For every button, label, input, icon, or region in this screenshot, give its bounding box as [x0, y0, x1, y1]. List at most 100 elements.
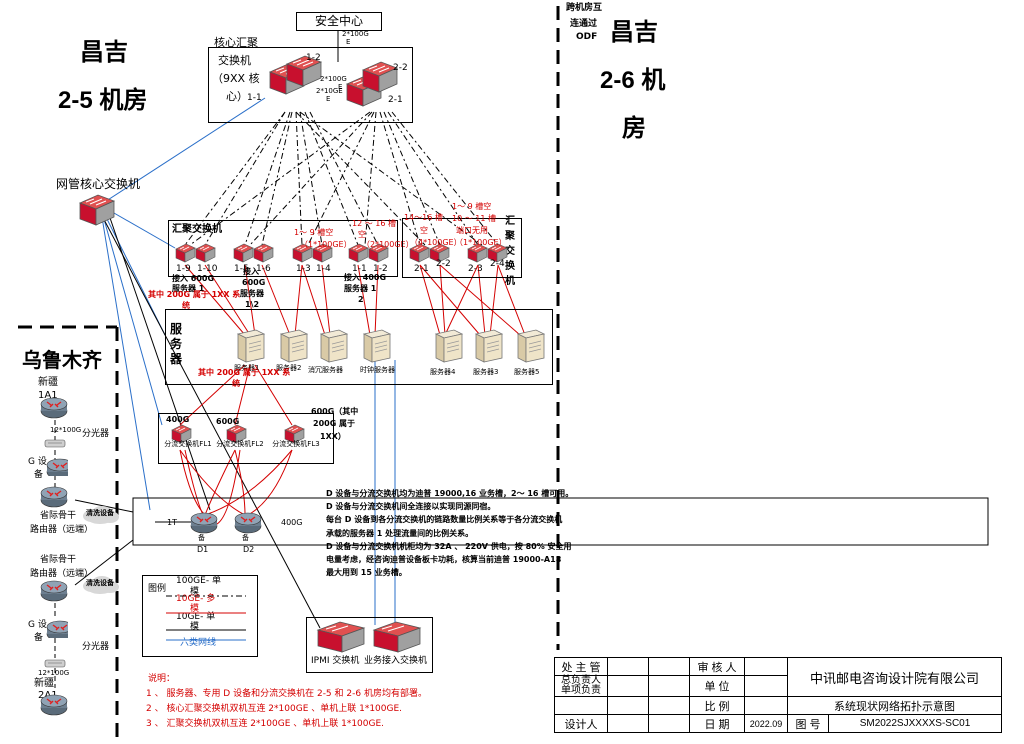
- agg-right-slot-note-1b: 空: [420, 226, 428, 235]
- core-desc-3: 心）: [226, 90, 248, 103]
- tb-drawing-title: 系统现状网络拓扑示意图: [787, 696, 1002, 715]
- agg-left-slot-note-2c: （2*100GE）: [362, 240, 414, 249]
- agg-access-c-3: 2: [358, 295, 364, 304]
- agg-id-1-2: 1-2: [373, 264, 388, 274]
- security-center-box: 安全中心: [296, 12, 382, 31]
- agg-switch-1-10[interactable]: [194, 243, 216, 263]
- core-box: [208, 47, 413, 123]
- d-right-cap: 400G: [281, 518, 303, 527]
- tb-company: 中讯邮电咨询设计院有限公司: [787, 657, 1002, 697]
- server-4[interactable]: [430, 328, 464, 364]
- server-clock[interactable]: [358, 328, 392, 364]
- prov-router-1[interactable]: [40, 484, 70, 510]
- agg-access-b-2: 600G: [242, 278, 266, 287]
- notes-item-2: 2 、 核心汇聚交换机双机互连 2*100GE 、单机上联 1*100GE.: [146, 704, 403, 714]
- urumqi-g-device-1b: 备: [34, 470, 44, 480]
- agg-left-slot-note-1b: （1*100GE）: [300, 240, 352, 249]
- ipmi-label-1: IPMI 交换机: [311, 656, 360, 666]
- g-device-2[interactable]: [46, 618, 68, 638]
- server-label-3: 服务器3: [473, 368, 499, 376]
- ipmi-label-2: 业务接入交换机: [364, 656, 428, 666]
- urumqi-link-a: 12*100G: [50, 426, 82, 434]
- agg-right-label-char: 机: [505, 276, 515, 287]
- agg-right-label: 汇 聚 交 换 机: [505, 214, 517, 289]
- nms-links: [99, 204, 396, 625]
- agg-id-1-5: 1-5: [234, 264, 249, 274]
- splitter-1-icon: [44, 439, 66, 448]
- legend-item-3: 10GE- 单: [176, 612, 216, 622]
- xinjiang-router-2a1[interactable]: [40, 692, 70, 718]
- tb-r3c5: [744, 696, 788, 715]
- server-5[interactable]: [512, 328, 546, 364]
- right-room-title-1: 昌吉: [610, 19, 658, 46]
- tb-no-label: 图 号: [787, 714, 829, 733]
- server-dedup[interactable]: [315, 328, 349, 364]
- legend-item-1: 100GE- 单: [176, 576, 221, 586]
- g-device-1[interactable]: [46, 456, 68, 476]
- agg-200g-note-b: 统: [182, 301, 190, 310]
- ipmi-switch[interactable]: [316, 620, 366, 654]
- agg-switch-1-6[interactable]: [252, 243, 274, 263]
- agg-200g-note-a: 其中 200G 属于 1XX 系: [148, 290, 241, 299]
- core-link-1: 2*100G: [320, 75, 347, 83]
- agg-id-1-4: 1-4: [316, 264, 331, 274]
- server-label-5: 服务器5: [514, 368, 540, 376]
- cross-room-note-2: 连通过: [570, 19, 598, 29]
- core-id-2-1: 2-1: [388, 95, 403, 105]
- server-1[interactable]: [232, 328, 266, 364]
- urumqi-splitter-1: 分光器: [82, 429, 110, 439]
- xinjiang-router-1a1[interactable]: [40, 395, 70, 421]
- agg-right-slot-note-2c: 端口无用: [456, 226, 488, 235]
- agg-id-2-3: 2-3: [468, 264, 483, 274]
- tb-r1c3: [648, 657, 690, 676]
- legend-item-1-sub: 模: [190, 587, 200, 597]
- flow-d-links: [179, 449, 293, 526]
- d-device-frame: [132, 497, 989, 546]
- server-3[interactable]: [470, 328, 504, 364]
- urumqi-g-device-2b: 备: [34, 633, 44, 643]
- agg-access-b-3: 服务器: [240, 289, 264, 298]
- security-center-label: 安全中心: [314, 14, 363, 28]
- link-nms-d: [107, 211, 211, 511]
- d-note-line: 电量考虑，经咨询迪普设备板卡功耗，核算当前迪普 19000-A18: [326, 555, 562, 565]
- agg-right-box: [402, 218, 522, 278]
- agg-left-label: 汇聚交换机: [172, 224, 222, 235]
- tb-r3c4: 比 例: [689, 696, 745, 715]
- servers-label-char: 务: [170, 337, 183, 351]
- agg-id-1-9: 1-9: [176, 264, 191, 274]
- urumqi-link-b: 12*100G: [38, 669, 70, 677]
- nms-core-switch[interactable]: [76, 193, 116, 227]
- cross-room-note-3: ODF: [576, 32, 598, 42]
- agg-id-2-2: 2-2: [436, 259, 451, 269]
- d-device-2[interactable]: [234, 510, 262, 534]
- prov-router-2[interactable]: [40, 578, 70, 604]
- tb-r1c5: [744, 657, 788, 676]
- d-device-1[interactable]: [190, 510, 218, 534]
- server-2[interactable]: [275, 328, 309, 364]
- server-label-1: 服务器1: [234, 364, 260, 372]
- d-note-line: 承载的服务器 1 处理流量间的比例关系。: [326, 528, 474, 538]
- left-room-title-2: 2-5 机房: [58, 87, 148, 114]
- right-room-title-3: 房: [622, 115, 646, 142]
- agg-access-b-1: 接入: [243, 267, 259, 276]
- servers-box: [165, 309, 553, 385]
- business-access-switch[interactable]: [372, 620, 422, 654]
- urumqi-solid-links: [74, 499, 134, 586]
- agg-id-1-3: 1-3: [296, 264, 311, 274]
- legend-item-4: 六类网线: [180, 638, 217, 648]
- right-room-title-2: 2-6 机: [600, 67, 666, 94]
- d-note-line: 最大用到 15 业务槽。: [326, 568, 407, 578]
- agg-left-slot-note-2a: 12 ～ 16 槽: [352, 219, 396, 228]
- tb-r3c3: [648, 696, 690, 715]
- nms-core-label: 网管核心交换机: [56, 177, 141, 191]
- servers-200g-note-b: 统: [232, 379, 240, 388]
- agg-id-2-1: 2-1: [414, 264, 429, 274]
- agg-switch-1-9[interactable]: [174, 243, 196, 263]
- urumqi-xinjiang-1: 新疆: [38, 377, 58, 388]
- urumqi-prov-router-2b: 路由器（远端）: [30, 569, 94, 579]
- core-id-1-2: 1-2: [306, 53, 321, 63]
- agg-right-label-char: 聚: [505, 231, 515, 242]
- security-link-e: E: [346, 38, 351, 46]
- tb-r2c4: 单 位: [689, 675, 745, 697]
- agg-switch-1-5[interactable]: [232, 243, 254, 263]
